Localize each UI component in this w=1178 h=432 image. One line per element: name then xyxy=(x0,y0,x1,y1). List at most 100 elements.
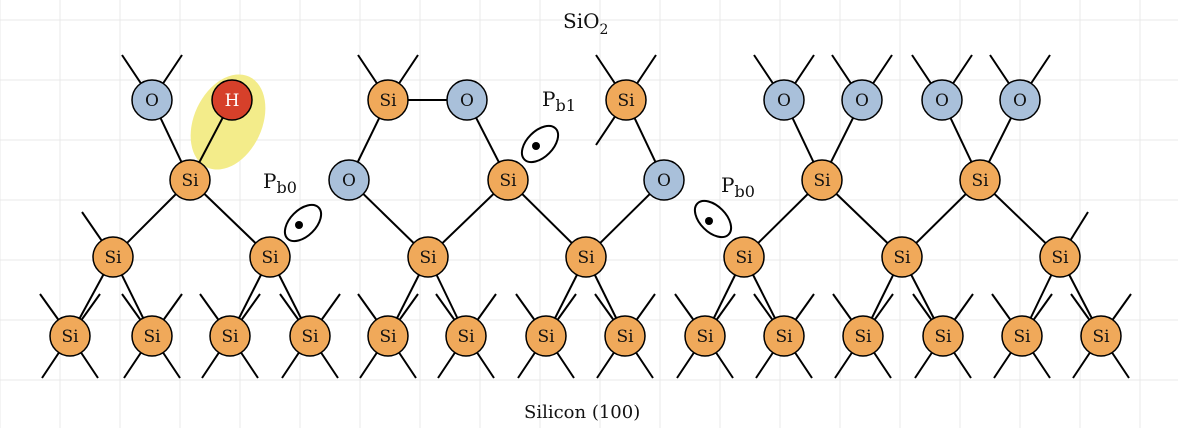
si-atom: Si xyxy=(289,315,331,357)
atom-label: Si xyxy=(181,171,199,191)
si-atom: Si xyxy=(842,315,884,357)
atom-label: Si xyxy=(696,327,714,347)
atom-label: Si xyxy=(61,327,79,347)
si-atom: Si xyxy=(487,159,529,201)
atom-circle xyxy=(209,315,251,357)
si-atom: Si xyxy=(801,159,843,201)
si-atom: Si xyxy=(684,315,726,357)
pb0-left-label: Pb0 xyxy=(263,169,297,197)
atom-circle xyxy=(328,159,370,201)
atom-label: Si xyxy=(1013,327,1031,347)
atom-circle xyxy=(605,79,647,121)
atom-circle xyxy=(763,79,805,121)
atom-label: O xyxy=(935,91,949,111)
si-atom: Si xyxy=(1001,315,1043,357)
atom-circle xyxy=(92,236,134,278)
atom-label: Si xyxy=(971,171,989,191)
si-atom: Si xyxy=(604,315,646,357)
orbital-lobe xyxy=(693,199,733,239)
atom-circle xyxy=(211,79,253,121)
atom-label: Si xyxy=(813,171,831,191)
o-atom: O xyxy=(763,79,805,121)
orbital-lobe xyxy=(520,124,560,164)
atom-label: Si xyxy=(221,327,239,347)
si-atom: Si xyxy=(407,236,449,278)
unpaired-electron xyxy=(532,142,540,150)
o-atom: O xyxy=(446,79,488,121)
atom-label: Si xyxy=(143,327,161,347)
atom-circle xyxy=(842,315,884,357)
si-atom: Si xyxy=(367,79,409,121)
dangling-bond-orbital xyxy=(283,203,323,243)
atom-circle xyxy=(801,159,843,201)
atom-circle xyxy=(131,315,173,357)
atom-circle xyxy=(446,79,488,121)
si-atom: Si xyxy=(367,315,409,357)
o-atom: O xyxy=(328,159,370,201)
atom-label: O xyxy=(145,91,159,111)
atom-label: H xyxy=(225,91,240,111)
atom-circle xyxy=(249,236,291,278)
atom-label: Si xyxy=(457,327,475,347)
atom-circle xyxy=(367,79,409,121)
si-atom: Si xyxy=(922,315,964,357)
si-atom: Si xyxy=(169,159,211,201)
si-atom: Si xyxy=(445,315,487,357)
atom-circle xyxy=(723,236,765,278)
atom-label: Si xyxy=(934,327,952,347)
atom-label: Si xyxy=(735,248,753,268)
atom-label: Si xyxy=(854,327,872,347)
atom-label: Si xyxy=(379,327,397,347)
atom-circle xyxy=(525,315,567,357)
atom-label: Si xyxy=(1092,327,1110,347)
atom-label: O xyxy=(657,171,671,191)
atom-label: Si xyxy=(893,248,911,268)
atom-label: O xyxy=(777,91,791,111)
atom-label: Si xyxy=(617,91,635,111)
atom-circle xyxy=(445,315,487,357)
atom-circle xyxy=(959,159,1001,201)
atom-label: Si xyxy=(616,327,634,347)
sio2-label: SiO2 xyxy=(563,9,608,38)
pb1-label: Pb1 xyxy=(542,87,576,115)
atom-circle xyxy=(289,315,331,357)
si-atom: Si xyxy=(763,315,805,357)
atom-label: Si xyxy=(301,327,319,347)
atom-label: O xyxy=(1013,91,1027,111)
atom-circle xyxy=(643,159,685,201)
atom-circle xyxy=(881,236,923,278)
si-atom: Si xyxy=(959,159,1001,201)
atom-label: Si xyxy=(775,327,793,347)
unpaired-electron xyxy=(705,217,713,225)
si-atom: Si xyxy=(881,236,923,278)
atom-circle xyxy=(1080,315,1122,357)
atom-circle xyxy=(1039,236,1081,278)
si-atom: Si xyxy=(565,236,607,278)
atom-circle xyxy=(841,79,883,121)
atom-label: Si xyxy=(499,171,517,191)
atom-circle xyxy=(169,159,211,201)
atom-circle xyxy=(131,79,173,121)
atom-circle xyxy=(367,315,409,357)
atom-label: Si xyxy=(261,248,279,268)
o-atom: O xyxy=(921,79,963,121)
atom-label: Si xyxy=(419,248,437,268)
dangling-bond-orbital xyxy=(693,199,733,239)
atom-circle xyxy=(999,79,1041,121)
atom-circle xyxy=(922,315,964,357)
si-atom: Si xyxy=(525,315,567,357)
si-atom: Si xyxy=(723,236,765,278)
atom-circle xyxy=(407,236,449,278)
atom-label: Si xyxy=(577,248,595,268)
atom-label: Si xyxy=(379,91,397,111)
atom-label: O xyxy=(342,171,356,191)
atom-circle xyxy=(565,236,607,278)
o-atom: O xyxy=(841,79,883,121)
si-atom: Si xyxy=(249,236,291,278)
si-atom: Si xyxy=(49,315,91,357)
dangling-bond-orbital xyxy=(520,124,560,164)
atom-circle xyxy=(604,315,646,357)
